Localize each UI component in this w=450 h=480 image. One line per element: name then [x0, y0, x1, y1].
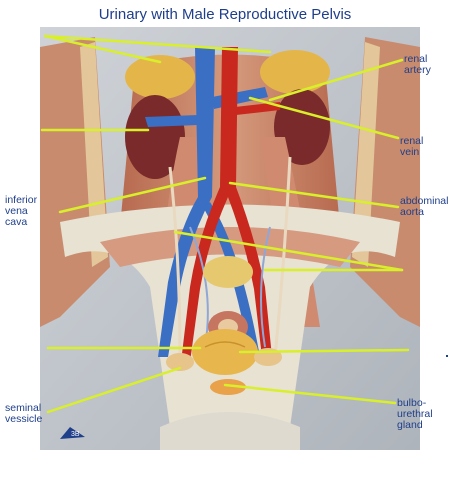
label-renal-artery: renal artery	[404, 54, 431, 76]
prostate-gland	[192, 329, 258, 375]
manufacturer-logo	[60, 427, 85, 439]
leader-line-vessel-1	[173, 230, 404, 272]
label-bulbo-line-3: gland	[397, 419, 423, 431]
leader-line-bulbourethral	[223, 383, 397, 405]
logo-text: 3B	[71, 431, 80, 438]
pelvis-model-drawing: 3B	[40, 27, 420, 450]
leader-line-vena-cava	[58, 176, 207, 214]
leader-line-seminal-vesicle	[46, 366, 182, 414]
leader-line-aorta	[228, 181, 400, 209]
renal-artery-drawing	[235, 102, 280, 115]
label-renal-vein: renal vein	[400, 136, 423, 158]
label-renal-vein-line-1: renal	[400, 135, 424, 147]
pelvis-model-photo: 3B	[40, 27, 420, 450]
leader-line-prostate-right	[238, 348, 410, 354]
left-kidney	[125, 95, 185, 179]
bladder	[203, 256, 253, 288]
testicular-vessel-right	[260, 226, 271, 348]
right-ureter	[273, 156, 292, 358]
label-seminal-line-1: seminal	[5, 402, 42, 414]
right-adrenal	[260, 50, 330, 94]
label-seminal-line-2: vessicle	[5, 413, 43, 425]
left-renal-vein-drawing	[145, 115, 198, 127]
prostate-texture	[204, 341, 246, 348]
leader-line-left-top-2	[43, 34, 272, 54]
label-bulbo-line-2: urethral	[397, 408, 433, 420]
pubic-symphysis	[160, 412, 300, 450]
left-ureter	[168, 166, 182, 358]
label-abdominal-aorta: abdominal aorta	[400, 196, 448, 218]
left-seminal-vesicle	[166, 353, 194, 371]
leader-line-renal-artery	[268, 58, 404, 102]
label-renal-artery-line-1: renal	[404, 53, 428, 65]
label-bulbourethral-gland: bulbo- urethral gland	[397, 398, 433, 431]
label-vena-cava-line-3: cava	[5, 216, 28, 228]
bulbourethral-gland-drawing	[210, 379, 246, 395]
label-renal-artery-line-2: artery	[404, 64, 431, 76]
right-wall-fat	[352, 42, 380, 267]
label-vena-cava-line-1: inferior	[5, 194, 38, 206]
label-vena-cava-line-2: vena	[5, 205, 28, 217]
label-aorta-line-2: aorta	[400, 206, 424, 218]
label-renal-vein-line-2: vein	[400, 146, 420, 158]
left-adrenal	[125, 55, 195, 99]
leader-line-renal-vein	[248, 96, 400, 140]
label-inferior-vena-cava: inferior vena cava	[5, 195, 37, 228]
label-aorta-line-1: abdominal	[400, 195, 449, 207]
leader-line-left-top-1	[43, 34, 162, 64]
label-bulbo-line-1: bulbo-	[397, 397, 427, 409]
diagram-title: Urinary with Male Reproductive Pelvis	[98, 6, 352, 23]
stray-dot	[446, 355, 448, 357]
inferior-vena-cava-drawing	[158, 47, 215, 357]
label-seminal-vesicle: seminal vessicle	[5, 403, 42, 425]
left-wall-fat	[80, 42, 108, 267]
